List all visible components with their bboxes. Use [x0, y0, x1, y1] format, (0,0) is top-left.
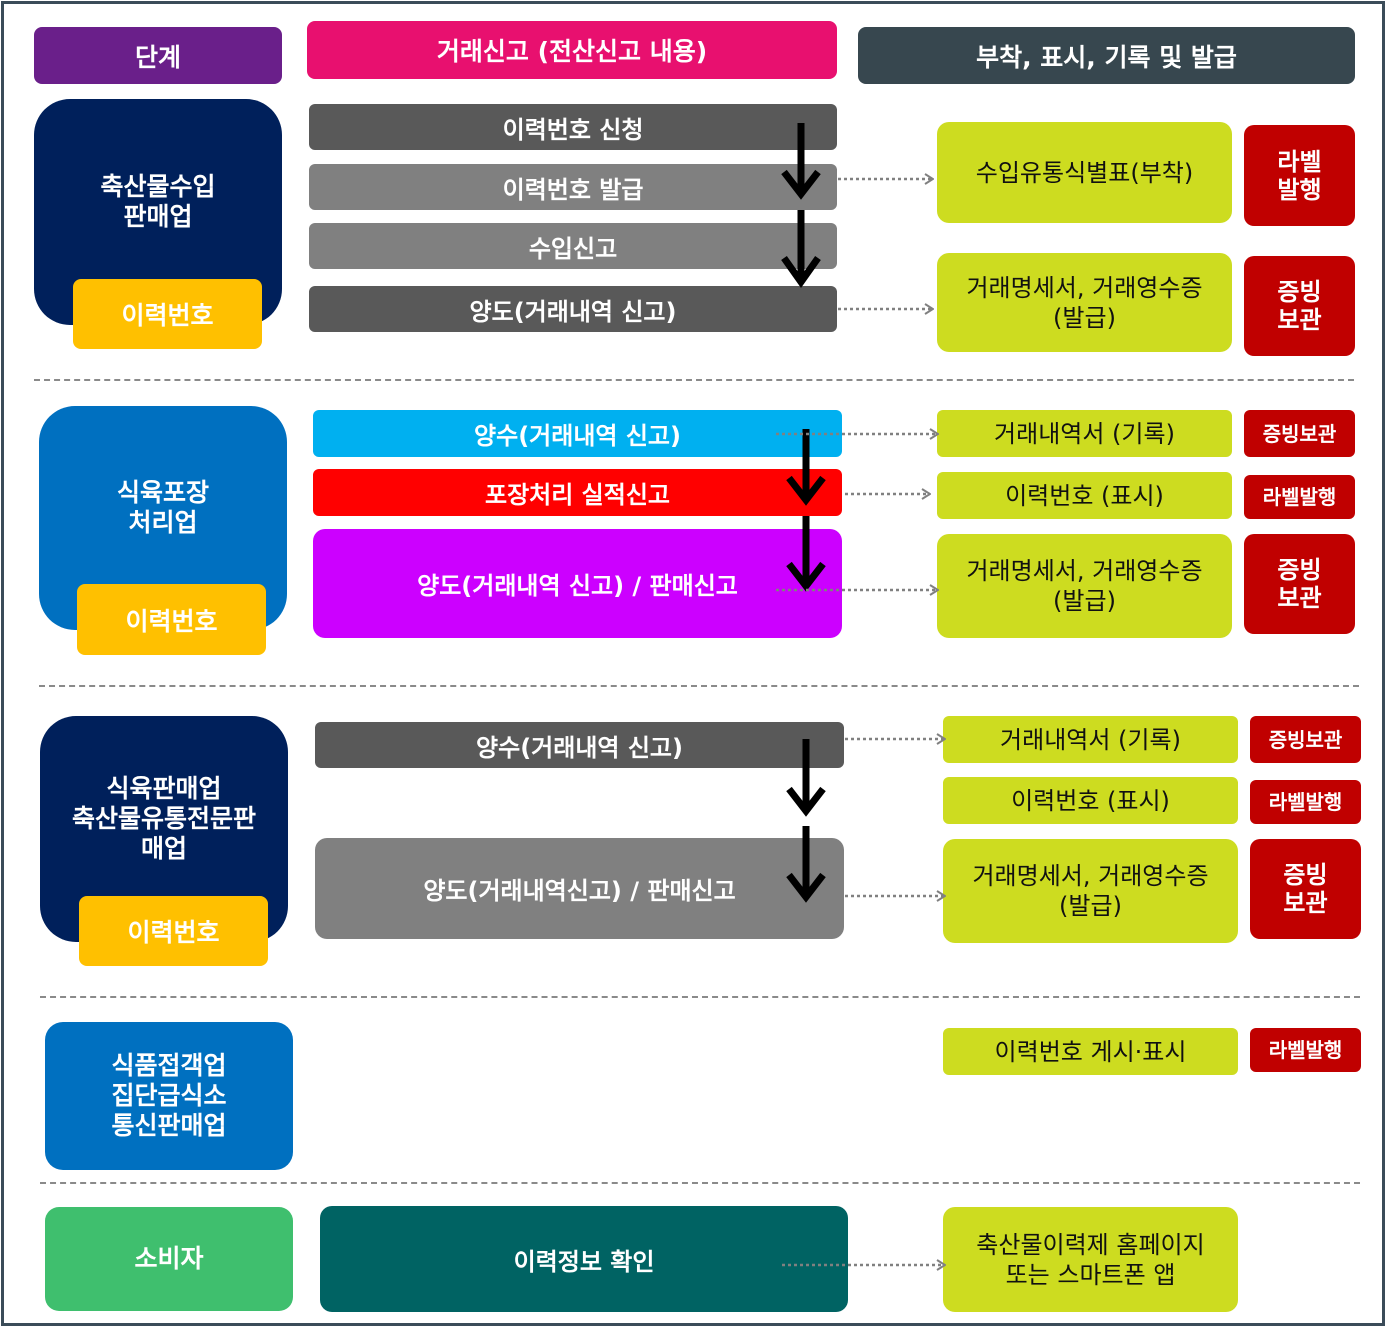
tag-evidence-keep: 증빙보관 — [1244, 410, 1355, 457]
flow-arrow — [786, 429, 826, 506]
output-history-display: 이력번호 (표시) — [937, 472, 1232, 519]
step-import-report: 수입신고 — [309, 223, 837, 269]
step-packing-report: 포장처리 실적신고 — [313, 469, 842, 516]
output-history-display: 이력번호 (표시) — [943, 777, 1238, 824]
output-homepage-app: 축산물이력제 홈페이지 또는 스마트폰 앱 — [943, 1207, 1238, 1312]
header-stage: 단계 — [34, 27, 282, 84]
section-divider — [40, 1182, 1360, 1184]
tag-label-issue: 라벨 발행 — [1244, 125, 1355, 226]
history-number-badge: 이력번호 — [79, 896, 268, 966]
flow-arrow — [786, 826, 826, 903]
output-statement-receipt: 거래명세서, 거래영수증 (발급) — [943, 839, 1238, 943]
history-number-badge: 이력번호 — [73, 279, 262, 349]
section-divider — [40, 996, 1360, 998]
section-divider — [34, 379, 1354, 381]
step-history-check: 이력정보 확인 — [320, 1206, 848, 1312]
output-import-label: 수입유통식별표(부착) — [937, 122, 1232, 223]
step-receive-report: 양수(거래내역 신고) — [313, 410, 842, 457]
flow-arrow — [781, 210, 821, 289]
stage-label: 식육판매업 축산물유통전문판 매업 — [71, 774, 256, 863]
step-receive-report: 양수(거래내역 신고) — [315, 722, 844, 768]
output-transaction-record: 거래내역서 (기록) — [943, 716, 1238, 763]
stage-label: 식육포장 처리업 — [116, 478, 209, 537]
stage-consumer: 소비자 — [45, 1207, 293, 1311]
output-statement-receipt: 거래명세서, 거래영수증 (발급) — [937, 534, 1232, 638]
tag-evidence-keep: 증빙 보관 — [1244, 256, 1355, 356]
flow-arrow — [781, 123, 821, 200]
stage-label: 축산물수입 판매업 — [100, 172, 216, 231]
tag-evidence-keep: 증빙보관 — [1250, 716, 1361, 763]
flow-arrow — [786, 739, 826, 817]
output-statement-receipt: 거래명세서, 거래영수증 (발급) — [937, 253, 1232, 352]
output-transaction-record: 거래내역서 (기록) — [937, 410, 1232, 457]
section-divider — [39, 685, 1359, 687]
step-history-apply: 이력번호 신청 — [309, 104, 837, 150]
step-transfer-report: 양도(거래내역 신고) — [309, 286, 837, 332]
stage-label: 식품접객업 집단급식소 통신판매업 — [111, 1051, 227, 1140]
step-history-issue: 이력번호 발급 — [309, 164, 837, 210]
step-transfer-sales-report: 양도(거래내역 신고) / 판매신고 — [313, 529, 842, 638]
tag-evidence-keep: 증빙 보관 — [1244, 534, 1355, 634]
header-attach: 부착, 표시, 기록 및 발급 — [858, 27, 1355, 84]
tag-label-issue: 라벨발행 — [1250, 780, 1361, 824]
stage-food-service: 식품접객업 집단급식소 통신판매업 — [45, 1022, 293, 1170]
tag-label-issue: 라벨발행 — [1250, 1028, 1361, 1072]
step-transfer-sales-report: 양도(거래내역신고) / 판매신고 — [315, 838, 844, 939]
header-report: 거래신고 (전산신고 내용) — [307, 21, 837, 79]
stage-label: 소비자 — [134, 1244, 204, 1273]
output-history-post: 이력번호 게시·표시 — [943, 1028, 1238, 1075]
tag-evidence-keep: 증빙 보관 — [1250, 839, 1361, 939]
history-number-badge: 이력번호 — [77, 584, 266, 655]
tag-label-issue: 라벨발행 — [1244, 475, 1355, 519]
flow-arrow — [786, 516, 826, 592]
